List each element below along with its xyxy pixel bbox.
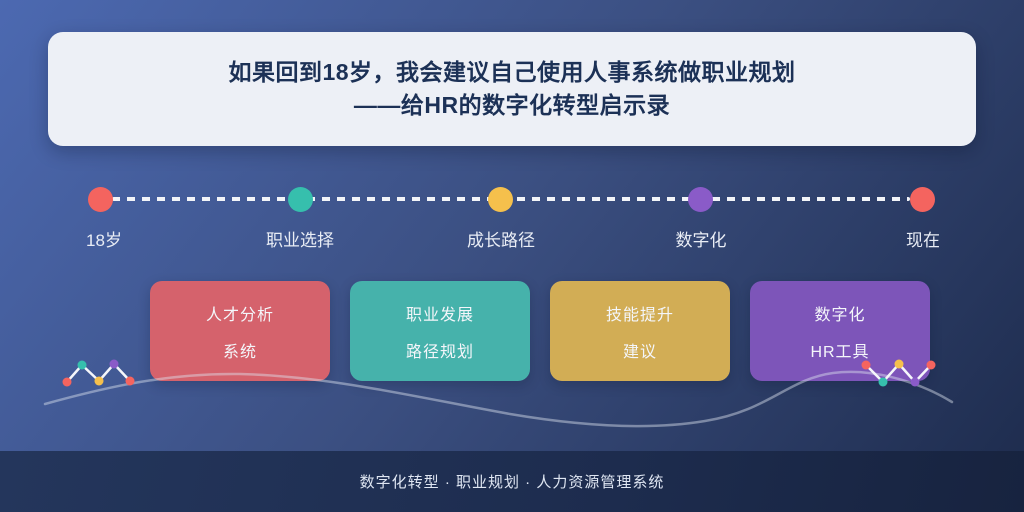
footer-band: 数字化转型 · 职业规划 · 人力资源管理系统 [0, 451, 1024, 512]
title-card: 如果回到18岁，我会建议自己使用人事系统做职业规划 ——给HR的数字化转型启示录 [48, 32, 976, 146]
timeline-label-career-choice: 职业选择 [266, 231, 334, 250]
card-skill-improvement: 技能提升 建议 [550, 281, 730, 381]
zigzag-dot [109, 359, 119, 369]
timeline-label-now: 现在 [906, 231, 940, 250]
zigzag-dot [62, 377, 72, 387]
card-career-development: 职业发展 路径规划 [350, 281, 530, 381]
card-talent-analysis: 人才分析 系统 [150, 281, 330, 381]
card-line: 系统 [222, 343, 257, 361]
timeline-dot-digital [688, 187, 713, 212]
timeline-dot-now [910, 187, 935, 212]
zigzag-line-chart-left [66, 362, 131, 383]
timeline-dot-18 [88, 187, 113, 212]
zigzag-dot [94, 376, 104, 386]
card-line: 人才分析 [205, 306, 274, 324]
timeline-dot-career-choice [288, 187, 313, 212]
footer-text: 数字化转型 · 职业规划 · 人力资源管理系统 [359, 474, 665, 491]
zigzag-dot [125, 376, 135, 386]
card-line: HR工具 [810, 343, 870, 361]
card-line: 技能提升 [605, 306, 674, 324]
timeline-label-18: 18岁 [86, 231, 122, 250]
zigzag-dot [77, 360, 87, 370]
card-line: 路径规划 [405, 343, 474, 361]
title-line-2: ——给HR的数字化转型启示录 [353, 92, 671, 118]
card-line: 数字化 [814, 306, 866, 324]
timeline-label-growth-path: 成长路径 [467, 231, 535, 250]
timeline-label-digital: 数字化 [675, 231, 727, 250]
title-line-1: 如果回到18岁，我会建议自己使用人事系统做职业规划 [228, 59, 796, 85]
card-line: 职业发展 [405, 306, 474, 324]
timeline-dot-growth-path [488, 187, 513, 212]
card-digital-hr-tools: 数字化 HR工具 [750, 281, 930, 381]
card-line: 建议 [622, 343, 657, 361]
